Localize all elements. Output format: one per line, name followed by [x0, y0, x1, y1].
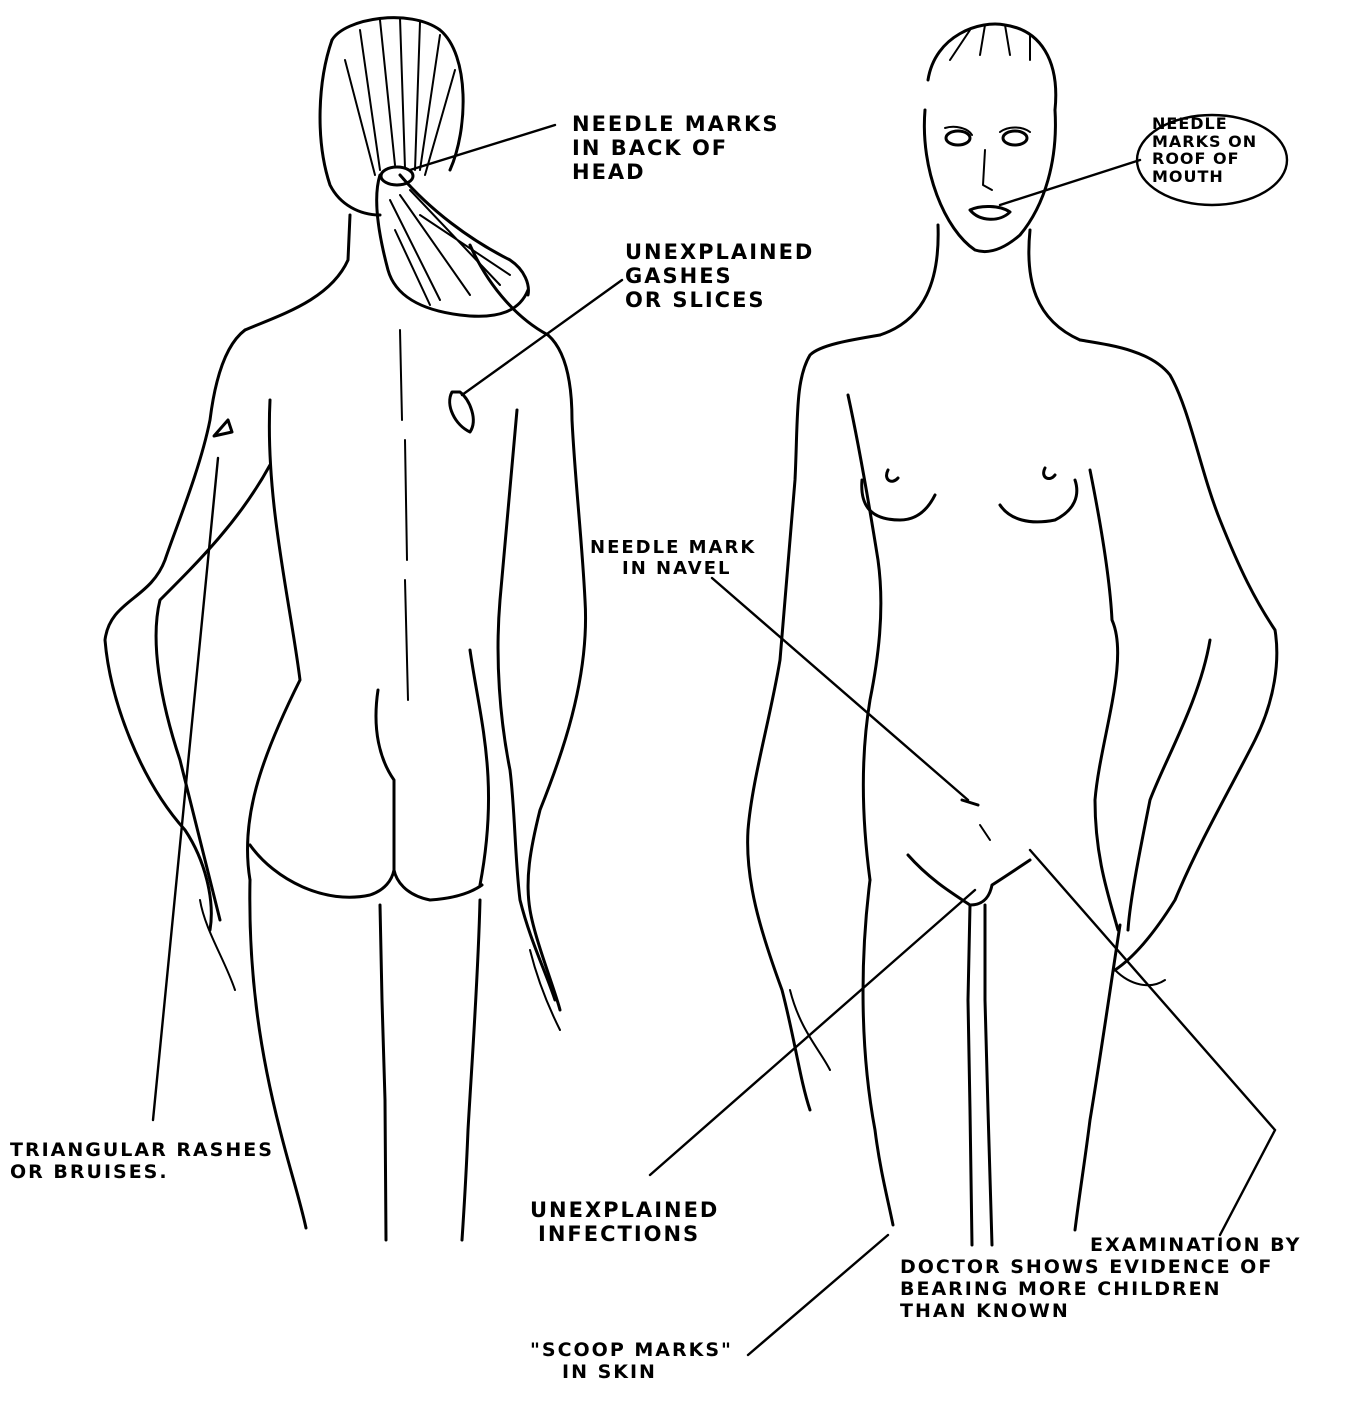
label-infections: UNEXPLAINED INFECTIONS — [530, 1198, 719, 1246]
label-exam: EXAMINATION BY DOCTOR SHOWS EVIDENCE OF … — [900, 1235, 1301, 1322]
label-needle-head: Needle Marks IN BACK OF HEAD — [572, 112, 779, 184]
label-scoop: "SCOOP MARKS" IN SKIN — [530, 1340, 733, 1384]
label-text: MARKS ON — [1152, 133, 1257, 151]
leader-triangle — [153, 458, 218, 1120]
label-needle-mouth: NEEDLE MARKS ON ROOF OF MOUTH — [1152, 115, 1257, 185]
label-gashes: UNEXPLAINED GASHES OR SLICES — [625, 240, 814, 312]
label-text: OR BRUISES. — [10, 1162, 274, 1184]
label-text: MOUTH — [1152, 168, 1257, 186]
label-text: "SCOOP MARKS" — [530, 1340, 733, 1362]
label-text: IN BACK OF — [572, 136, 779, 160]
leader-scoop — [748, 1235, 888, 1355]
leader-navel — [712, 578, 968, 800]
front-view-figure — [748, 24, 1277, 1245]
label-text: EXAMINATION BY — [900, 1235, 1301, 1257]
label-text: INFECTIONS — [530, 1222, 719, 1246]
label-needle-navel: NEEDLE MARK IN NAVEL — [590, 538, 756, 579]
label-text: OR SLICES — [625, 288, 814, 312]
leader-infections — [650, 890, 975, 1175]
back-view-figure — [105, 18, 586, 1240]
label-text: BEARING MORE CHILDREN — [900, 1279, 1301, 1301]
label-text: GASHES — [625, 264, 814, 288]
label-triangular: TRIANGULAR RASHES OR BRUISES. — [10, 1140, 274, 1184]
leader-gash — [462, 280, 622, 395]
label-text: NEEDLE — [1152, 115, 1257, 133]
label-text: TRIANGULAR RASHES — [10, 1140, 274, 1162]
leader-exam — [1030, 850, 1275, 1235]
label-text: THAN KNOWN — [900, 1301, 1301, 1323]
label-text: NEEDLE MARK — [590, 538, 756, 559]
label-text: IN NAVEL — [590, 559, 756, 580]
label-text: IN SKIN — [530, 1362, 733, 1384]
leader-mouth — [1000, 160, 1140, 205]
label-text: DOCTOR SHOWS EVIDENCE OF — [900, 1257, 1301, 1279]
label-text: HEAD — [572, 160, 779, 184]
label-text: Needle Marks — [572, 112, 779, 136]
leader-head — [410, 125, 555, 170]
label-text: ROOF OF — [1152, 150, 1257, 168]
label-text: UNEXPLAINED — [625, 240, 814, 264]
label-text: UNEXPLAINED — [530, 1198, 719, 1222]
